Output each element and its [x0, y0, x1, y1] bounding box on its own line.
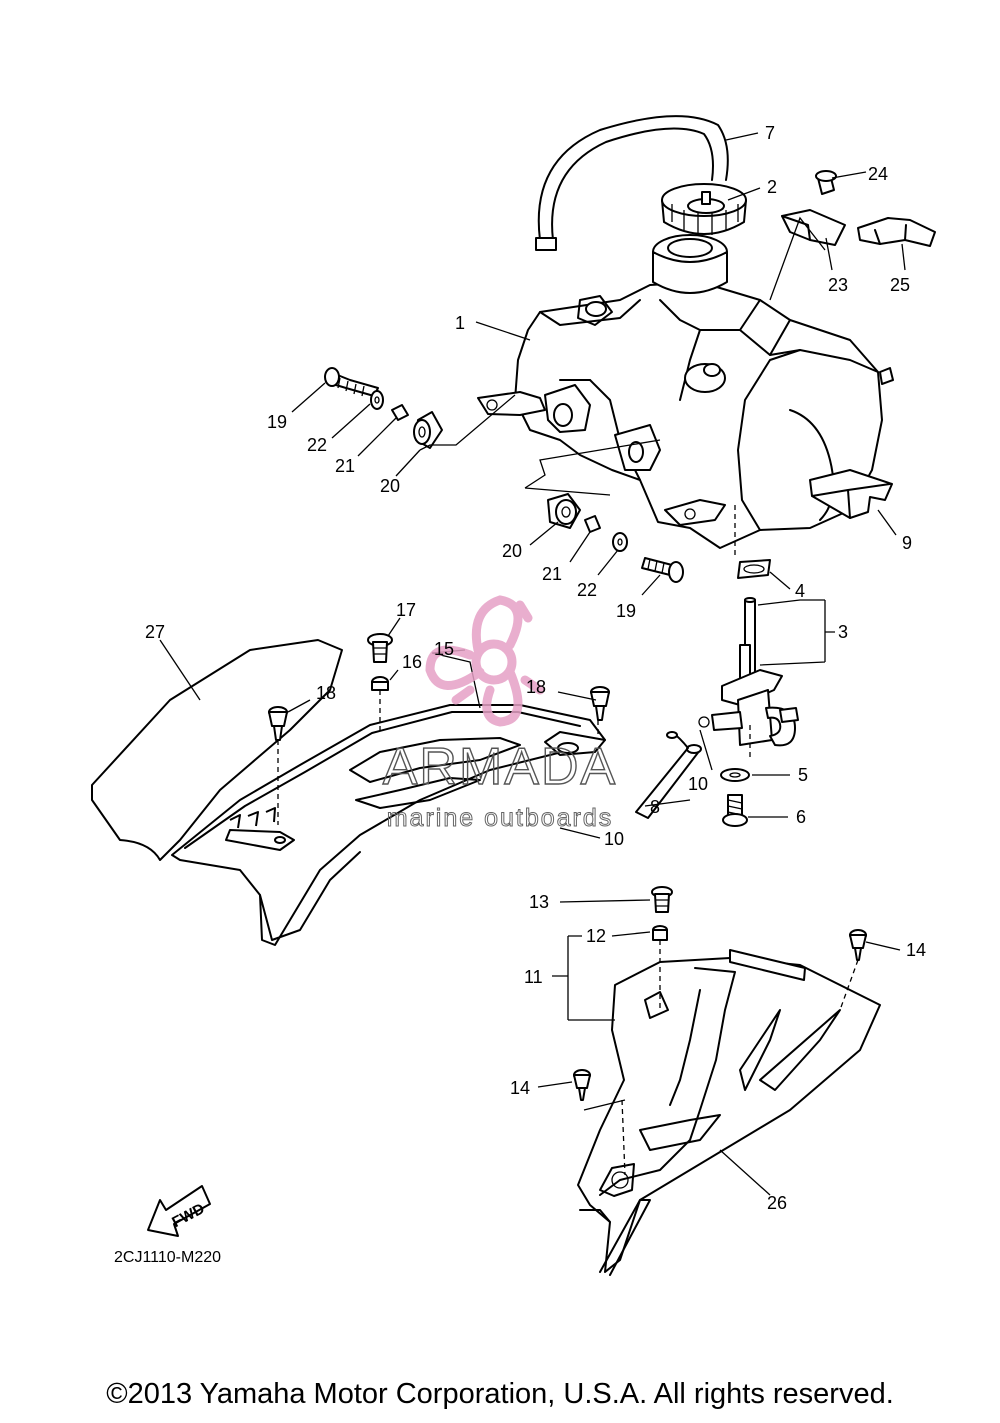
callout-7: 7 [765, 123, 775, 143]
callout-15: 15 [434, 639, 454, 659]
callout-labels: 1 2 3 4 5 6 7 8 9 10 10 11 12 13 14 14 1… [145, 123, 926, 1213]
alignment-lines [277, 505, 859, 1176]
callout-23: 23 [828, 275, 848, 295]
shroud-fasteners [268, 633, 610, 741]
callout-14-left: 14 [510, 1078, 530, 1098]
callout-20-upper: 20 [380, 476, 400, 496]
watermark-logo-icon [425, 595, 545, 727]
callout-18-left: 18 [316, 683, 336, 703]
tank-bracket [781, 170, 936, 247]
callout-10-upper: 10 [688, 774, 708, 794]
watermark: ARMADA marine outboards [382, 595, 617, 833]
side-cover-lower [577, 949, 881, 1276]
callout-19-lower: 19 [616, 601, 636, 621]
callout-27: 27 [145, 622, 165, 642]
watermark-tagline: marine outboards [387, 804, 614, 832]
copyright-notice: ©2013 Yamaha Motor Corporation, U.S.A. A… [106, 1378, 894, 1410]
callout-13: 13 [529, 892, 549, 912]
fuel-tank [477, 234, 894, 549]
callout-26: 26 [767, 1193, 787, 1213]
callout-18-right: 18 [526, 677, 546, 697]
tank-pad [809, 469, 893, 519]
callout-3: 3 [838, 622, 848, 642]
mount-hardware-lower [547, 493, 684, 583]
fuel-cock [698, 559, 799, 827]
callout-9: 9 [902, 533, 912, 553]
callout-2: 2 [767, 177, 777, 197]
callout-24: 24 [868, 164, 888, 184]
callout-16: 16 [402, 652, 422, 672]
callout-11: 11 [524, 967, 543, 987]
side-cover-fasteners [573, 886, 867, 1101]
callout-4: 4 [795, 581, 805, 601]
mount-hardware-upper [324, 367, 443, 449]
leader-lines [159, 132, 906, 1196]
diagram-code: 2CJ1110-M220 [114, 1249, 221, 1266]
callout-17: 17 [396, 600, 416, 620]
callout-21-upper: 21 [335, 456, 355, 476]
callout-8: 8 [650, 797, 660, 817]
tank-shroud [171, 704, 606, 946]
callout-14-right: 14 [906, 940, 926, 960]
watermark-brand: ARMADA [383, 738, 617, 796]
callout-25: 25 [890, 275, 910, 295]
fuel-cap [661, 183, 747, 235]
callout-22-upper: 22 [307, 435, 327, 455]
breather-hose [535, 115, 729, 251]
side-panel-upper [91, 639, 343, 861]
callout-10-lower: 10 [604, 829, 624, 849]
forward-direction-arrow-icon: FWD [147, 1185, 211, 1237]
callout-20-lower: 20 [502, 541, 522, 561]
callout-6: 6 [796, 807, 806, 827]
callout-19-upper: 19 [267, 412, 287, 432]
callout-1: 1 [455, 313, 465, 333]
callout-12: 12 [586, 926, 606, 946]
fuel-hose [635, 731, 702, 819]
callout-21-lower: 21 [542, 564, 562, 584]
callout-22-lower: 22 [577, 580, 597, 600]
callout-5: 5 [798, 765, 808, 785]
